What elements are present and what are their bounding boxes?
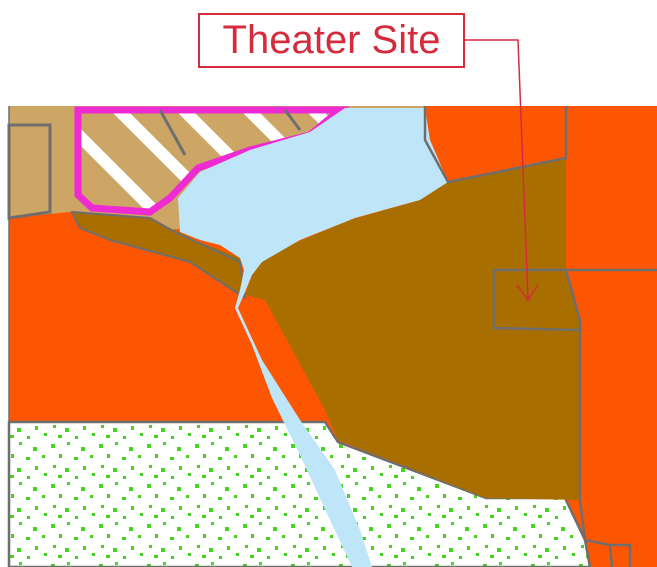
arrow-icon [516,284,539,302]
parcel-line [283,109,302,131]
parcel-line [578,320,614,567]
parcel-line [610,543,632,567]
callout-leader-line [465,39,529,299]
theater-site-label: Theater Site [198,13,465,68]
theater-site-parcel [492,268,582,332]
site-zone [72,158,580,500]
parcel-line [158,109,187,156]
site-zone-west-strip [70,210,247,301]
parcel-line [423,106,568,184]
water-body [178,108,448,567]
